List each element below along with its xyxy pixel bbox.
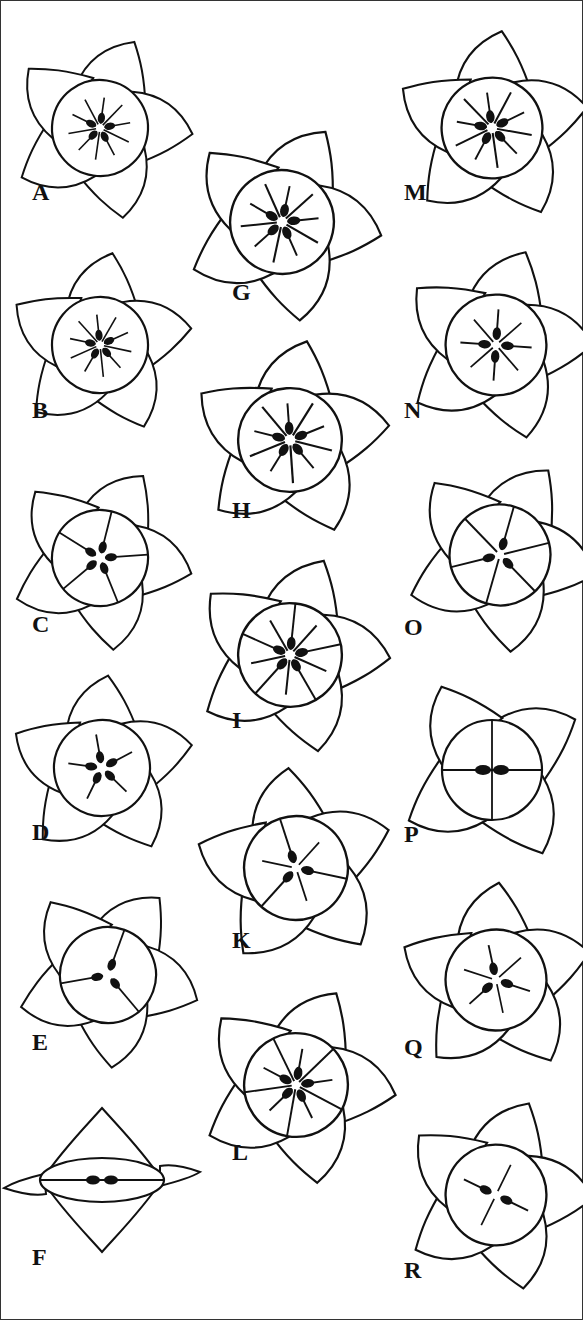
figure-letter: L — [232, 1140, 248, 1164]
figure-letter: O — [404, 615, 423, 639]
figure-letter: R — [404, 1258, 421, 1282]
figure-letter: G — [232, 280, 251, 304]
figure-letter: C — [32, 612, 49, 636]
figure-letter: I — [232, 708, 241, 732]
figure-letter: D — [32, 820, 49, 844]
figure-letter: P — [404, 822, 419, 846]
figure-letter: E — [32, 1030, 48, 1054]
figure-letter: A — [32, 180, 49, 204]
figure-letter: H — [232, 498, 251, 522]
figure-letter: Q — [404, 1035, 423, 1059]
figure-letter: K — [232, 928, 251, 952]
figure-letter: B — [32, 398, 48, 422]
figure-letter: F — [32, 1245, 47, 1269]
figure-letter: M — [404, 180, 427, 204]
figure-letter: N — [404, 398, 421, 422]
